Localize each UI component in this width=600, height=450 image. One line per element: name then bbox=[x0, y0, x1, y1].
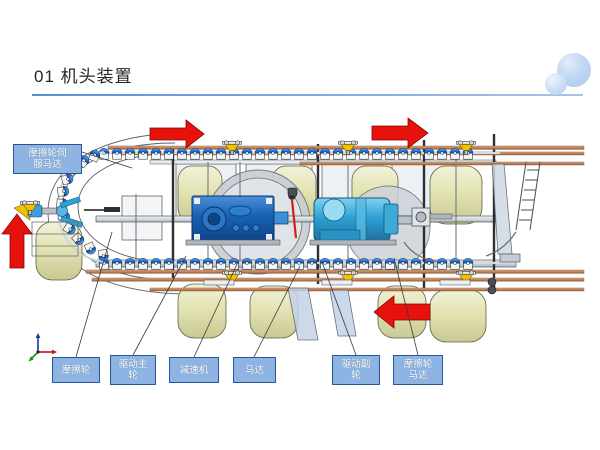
machine-head-assembly-diagram bbox=[0, 104, 600, 364]
red-linkage-rod bbox=[287, 187, 298, 239]
access-ladder bbox=[515, 161, 541, 231]
callout-friction-servo-motor[interactable]: 摩擦轮伺 服马达 bbox=[13, 144, 82, 174]
coordinate-triad bbox=[28, 333, 57, 362]
callout-main-drive-wheel[interactable]: 驱动主 轮 bbox=[110, 355, 156, 385]
drive-gearbox-reducer bbox=[185, 195, 289, 246]
arrow-top-left bbox=[149, 119, 205, 149]
callout-friction-wheel-motor[interactable]: 摩擦轮 马达 bbox=[393, 355, 443, 385]
callout-aux-drive-wheel[interactable]: 驱动副 轮 bbox=[332, 355, 380, 385]
blue-support-plates bbox=[287, 287, 357, 341]
callout-reducer[interactable]: 减速机 bbox=[169, 357, 219, 383]
callout-motor[interactable]: 马达 bbox=[233, 357, 276, 383]
page-title: 01 机头装置 bbox=[34, 67, 133, 86]
aux-drive-wheel-linkage bbox=[403, 207, 453, 263]
drive-motor bbox=[309, 197, 413, 246]
arrow-left-up bbox=[1, 213, 33, 269]
decorative-circle-small bbox=[545, 73, 567, 95]
roller-chain-lower bbox=[95, 257, 507, 270]
title-underline-rule bbox=[32, 94, 583, 96]
roller-chain-upper bbox=[95, 147, 501, 160]
right-support-plates bbox=[485, 163, 521, 263]
arrow-top-right bbox=[371, 117, 429, 149]
callout-friction-wheel[interactable]: 摩擦轮 bbox=[52, 357, 100, 383]
